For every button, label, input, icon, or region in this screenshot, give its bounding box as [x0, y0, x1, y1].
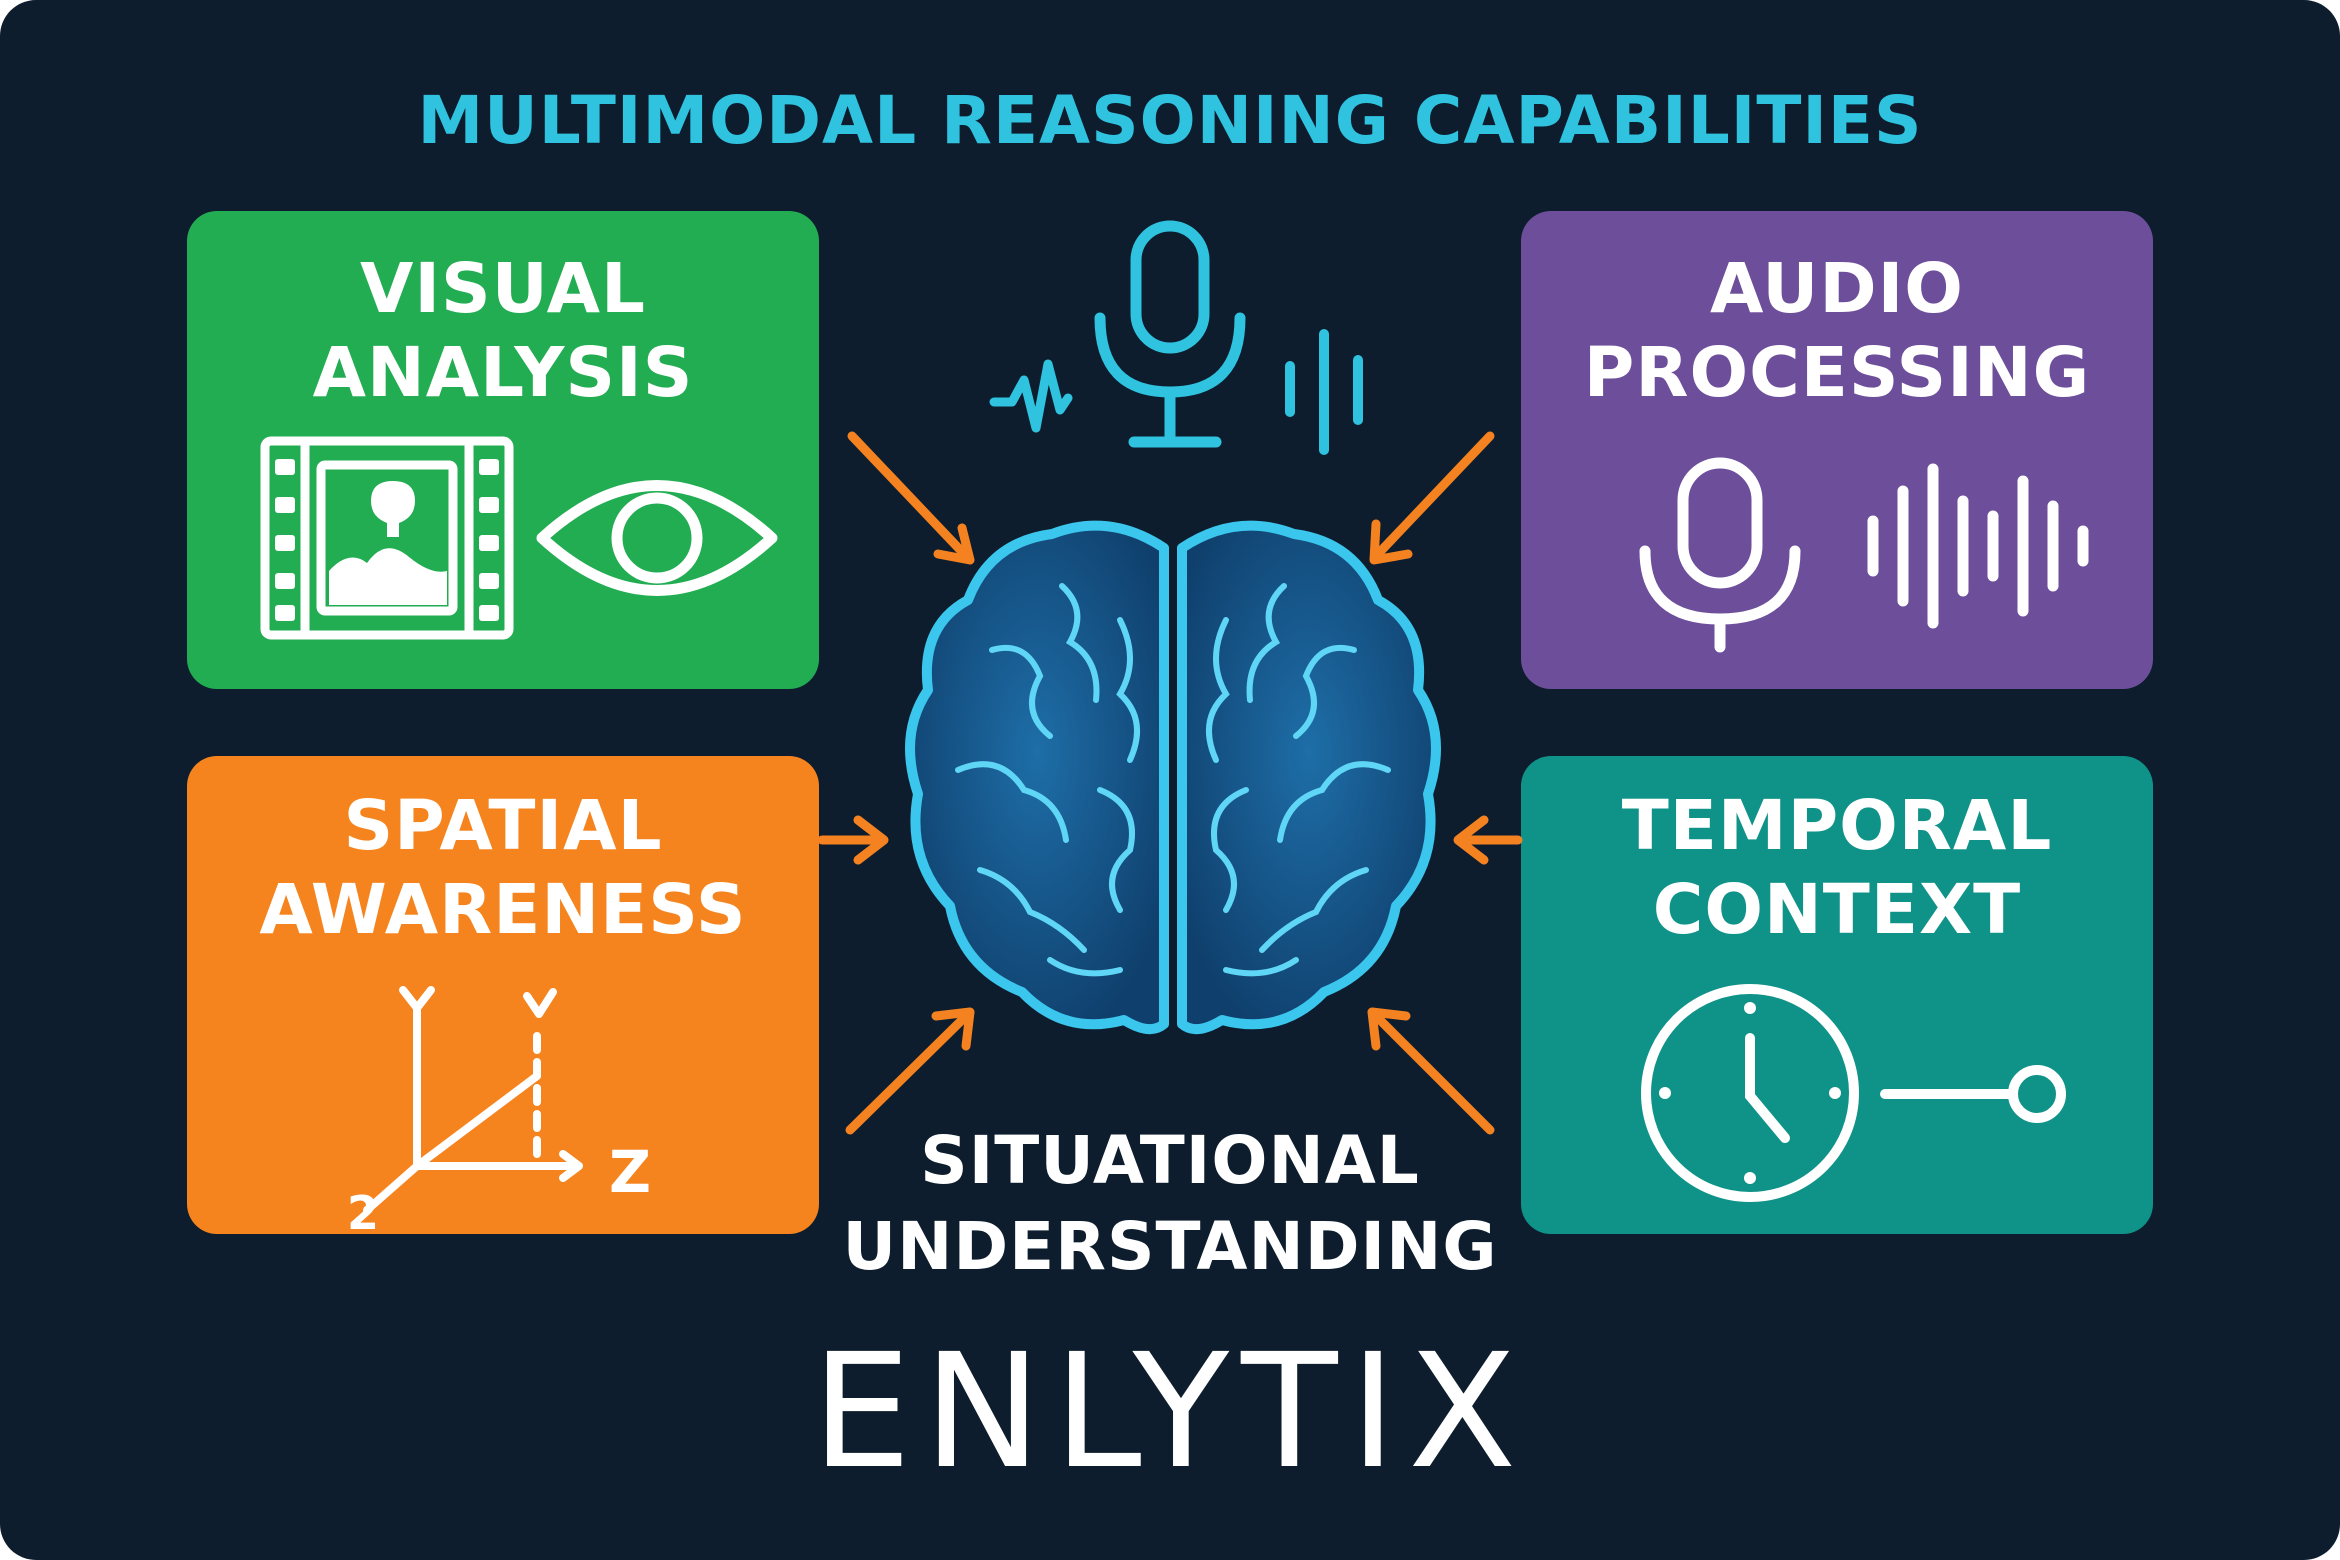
spatial-title-line1: SPATIAL — [343, 786, 663, 866]
film-frame-icon — [260, 436, 514, 640]
spatial-awareness-title: SPATIAL AWARENESS — [187, 784, 819, 952]
center-label-line2: UNDERSTANDING — [842, 1208, 1498, 1285]
clock-icon — [1641, 984, 1859, 1202]
sound-wave-icon — [1867, 463, 2089, 629]
visual-analysis-card: VISUAL ANALYSIS — [187, 211, 819, 689]
audio-processing-card: AUDIO PROCESSING — [1521, 211, 2153, 689]
main-title: MULTIMODAL REASONING CAPABILITIES — [417, 82, 1923, 159]
temporal-title-line1: TEMPORAL — [1621, 786, 2053, 866]
visual-title-line1: VISUAL — [359, 249, 647, 329]
brain-icon — [905, 520, 1441, 1035]
eye-icon — [536, 480, 778, 596]
arrows — [817, 431, 1523, 1135]
temporal-title-line2: CONTEXT — [1652, 870, 2022, 950]
audio-title-line1: AUDIO — [1710, 249, 1964, 329]
visual-analysis-title: VISUAL ANALYSIS — [187, 247, 819, 415]
visual-title-line2: ANALYSIS — [312, 333, 694, 413]
top-sound-wave-icon — [1285, 329, 1363, 455]
brand-logo-text: ENLYTIX — [811, 1320, 1529, 1504]
top-microphone-icon — [1094, 220, 1246, 448]
microphone-icon — [1639, 457, 1801, 653]
arrow-visual-to-brain — [847, 431, 975, 565]
timeline-node-icon — [1880, 1065, 2066, 1123]
temporal-context-card: TEMPORAL CONTEXT — [1521, 756, 2153, 1234]
axis-label-z: Z — [609, 1138, 652, 1206]
axis-label-x: 2 — [347, 1186, 380, 1240]
arrow-audio-to-brain — [1369, 431, 1495, 565]
axes-3d-icon — [363, 986, 583, 1214]
audio-processing-title: AUDIO PROCESSING — [1521, 247, 2153, 415]
arrow-temporal-up-to-brain — [1367, 1007, 1495, 1135]
center-label-line1: SITUATIONAL — [920, 1122, 1420, 1199]
situational-understanding-label: SITUATIONAL UNDERSTANDING — [830, 1118, 1510, 1290]
arrow-temporal-to-brain — [1453, 815, 1523, 865]
temporal-context-title: TEMPORAL CONTEXT — [1521, 784, 2153, 952]
audio-title-line2: PROCESSING — [1583, 333, 2091, 413]
arrow-spatial-up-to-brain — [845, 1007, 975, 1135]
arrow-spatial-to-brain — [817, 815, 889, 865]
spatial-awareness-card: SPATIAL AWARENESS Z 2 — [187, 756, 819, 1240]
pulse-icon — [989, 359, 1073, 433]
spatial-title-line2: AWARENESS — [259, 870, 747, 950]
